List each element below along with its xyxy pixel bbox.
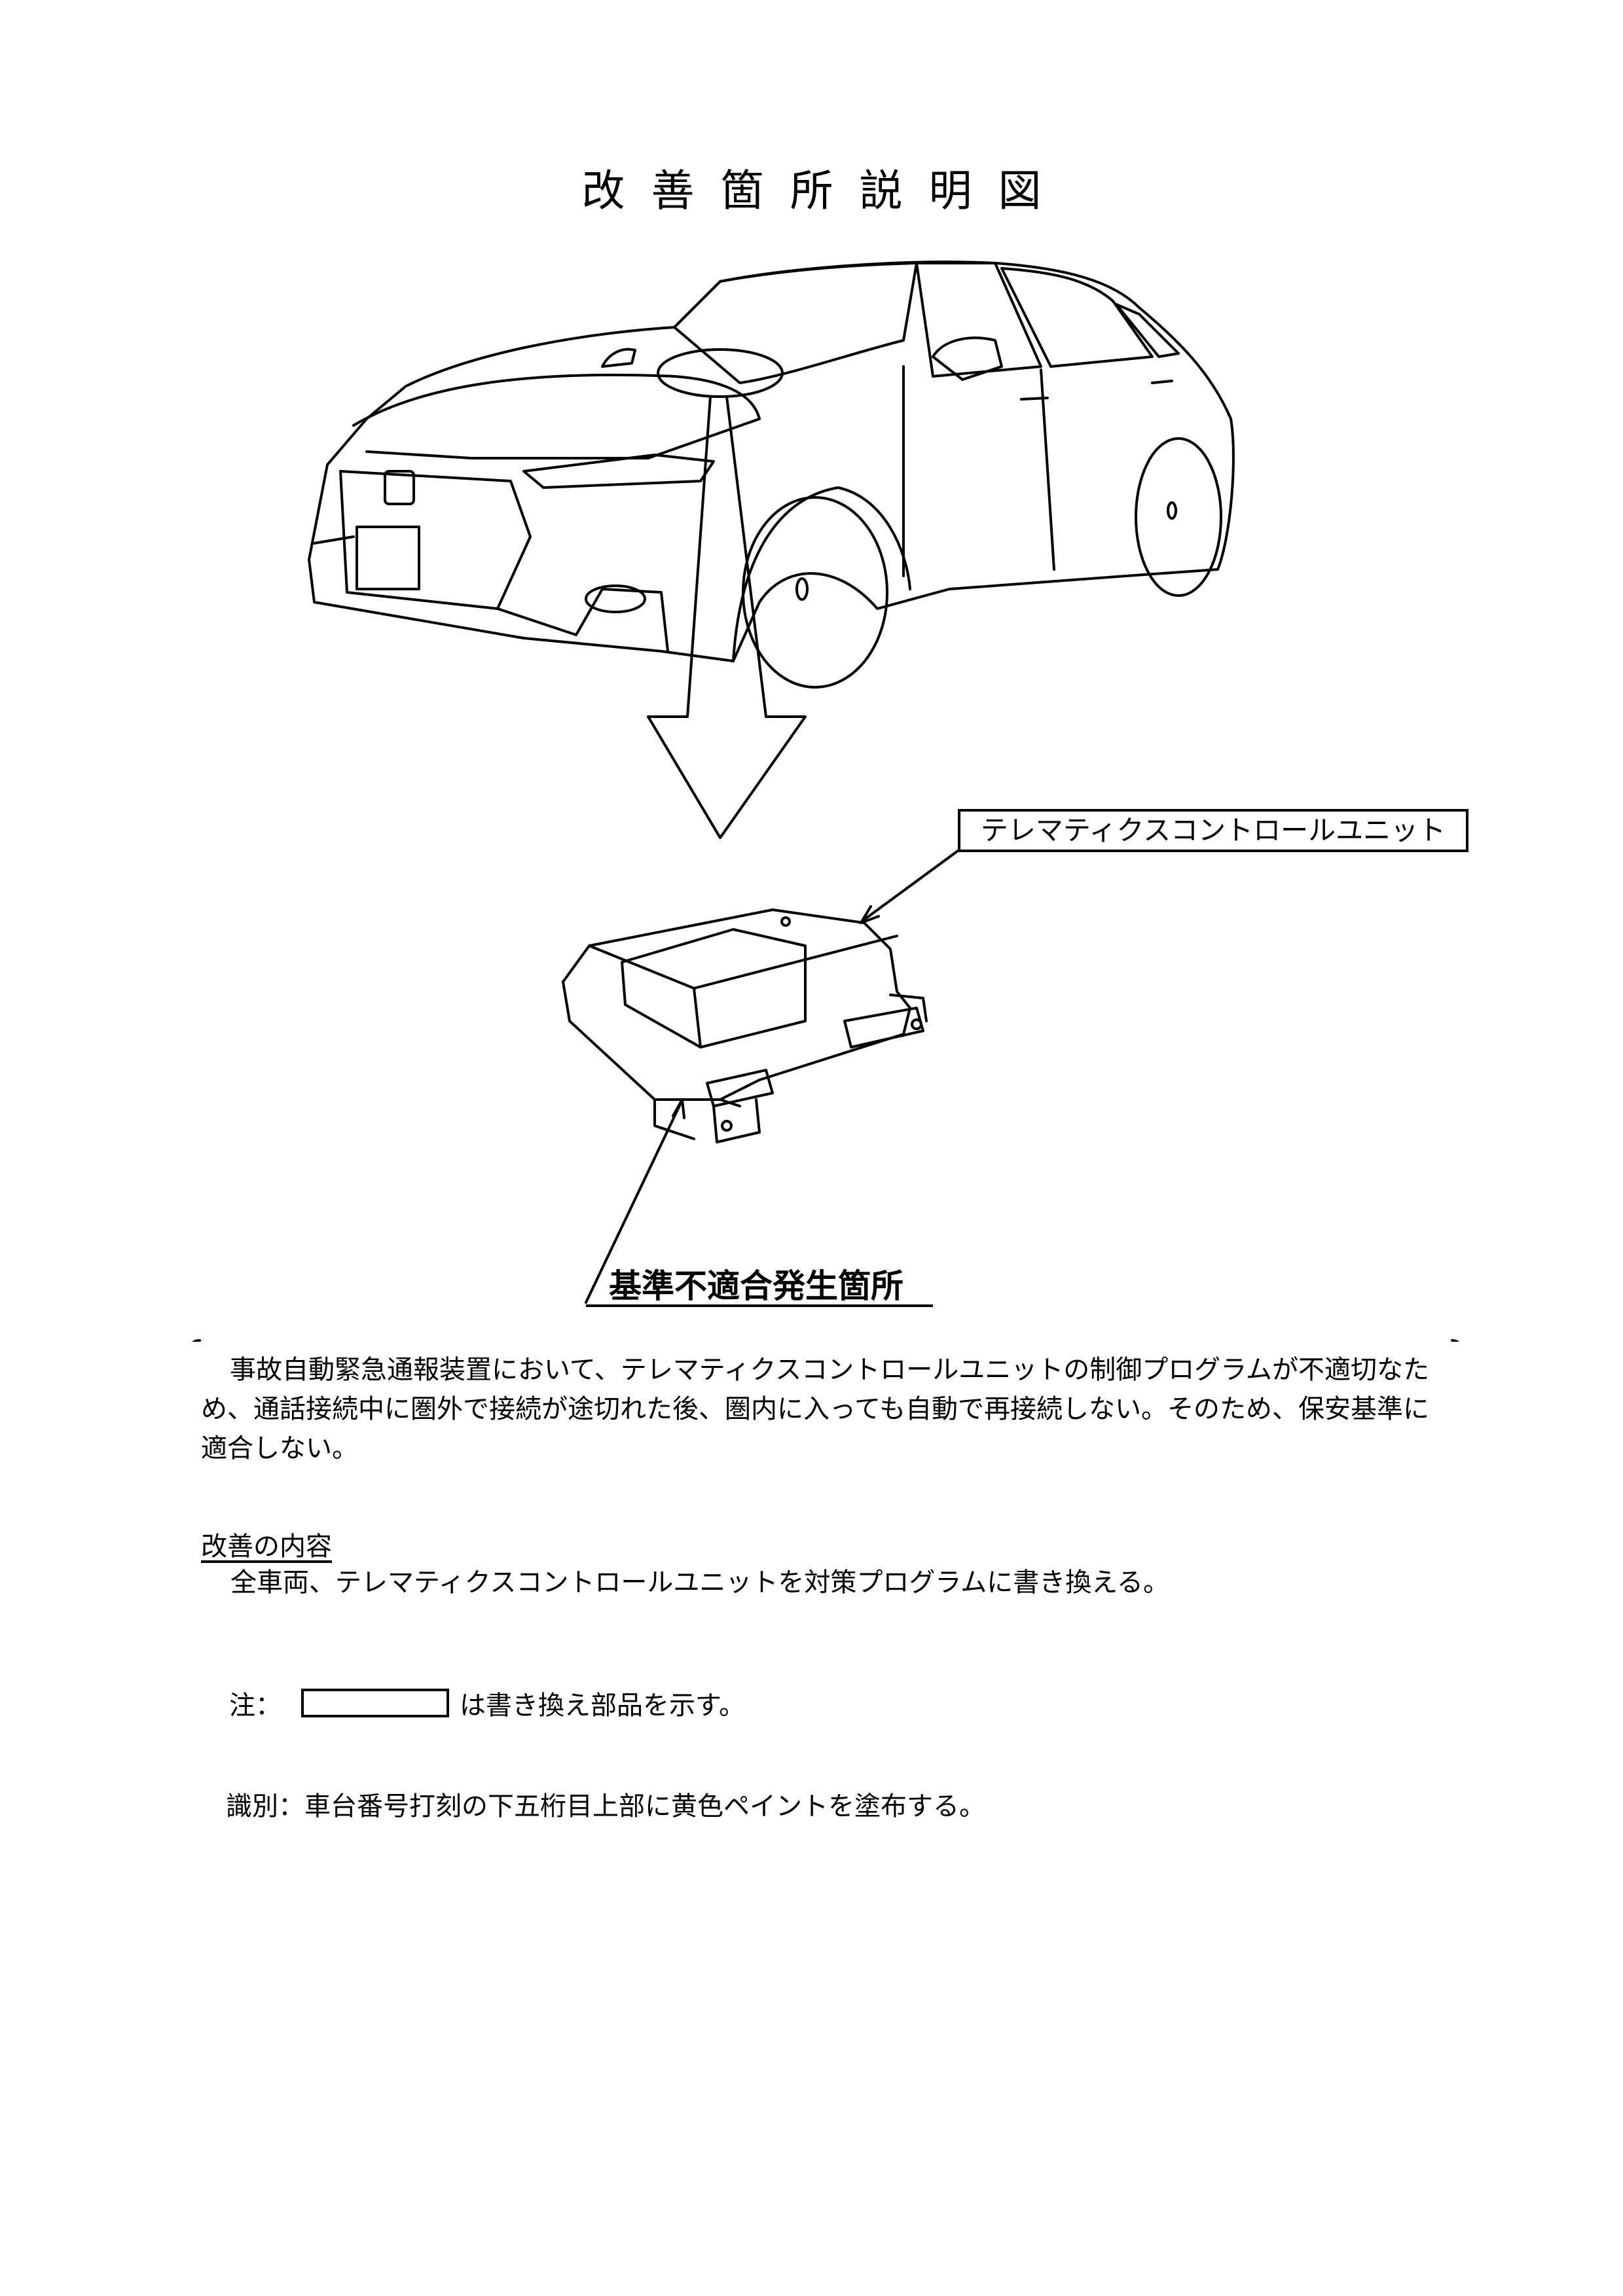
defect-location-label: 基準不適合発生箇所 xyxy=(609,1267,903,1305)
note-prefix: 注： xyxy=(229,1691,282,1721)
note-legend-box xyxy=(301,1689,449,1717)
note-suffix: は書き換え部品を示す。 xyxy=(460,1691,745,1721)
description-block: 事故自動緊急通報装置において、テレマティクスコントロールユニットの制御プログラム… xyxy=(188,1338,1465,1476)
description-text: 事故自動緊急通報装置において、テレマティクスコントロールユニットの制御プログラム… xyxy=(201,1355,1429,1463)
identification-text: 識別：車台番号打刻の下五桁目上部に黄色ペイントを塗布する。 xyxy=(226,1791,985,1821)
page-title: 改善箇所説明図 xyxy=(581,166,1068,216)
component-label-box: テレマティクスコントロールユニット xyxy=(958,809,1468,852)
remedy-heading: 改善の内容 xyxy=(201,1532,332,1562)
leader-arrows xyxy=(585,850,959,1304)
telematics-control-unit-drawing xyxy=(562,908,928,1143)
defect-label-underline xyxy=(586,1304,933,1307)
illustration xyxy=(192,260,1459,1342)
down-arrow-icon xyxy=(647,395,807,839)
note-line: 注： は書き換え部品を示す。 xyxy=(229,1684,745,1722)
car-line-drawing xyxy=(308,260,1235,689)
remedy-text: 全車両、テレマティクスコントロールユニットを対策プログラムに書き換える。 xyxy=(230,1568,1169,1598)
